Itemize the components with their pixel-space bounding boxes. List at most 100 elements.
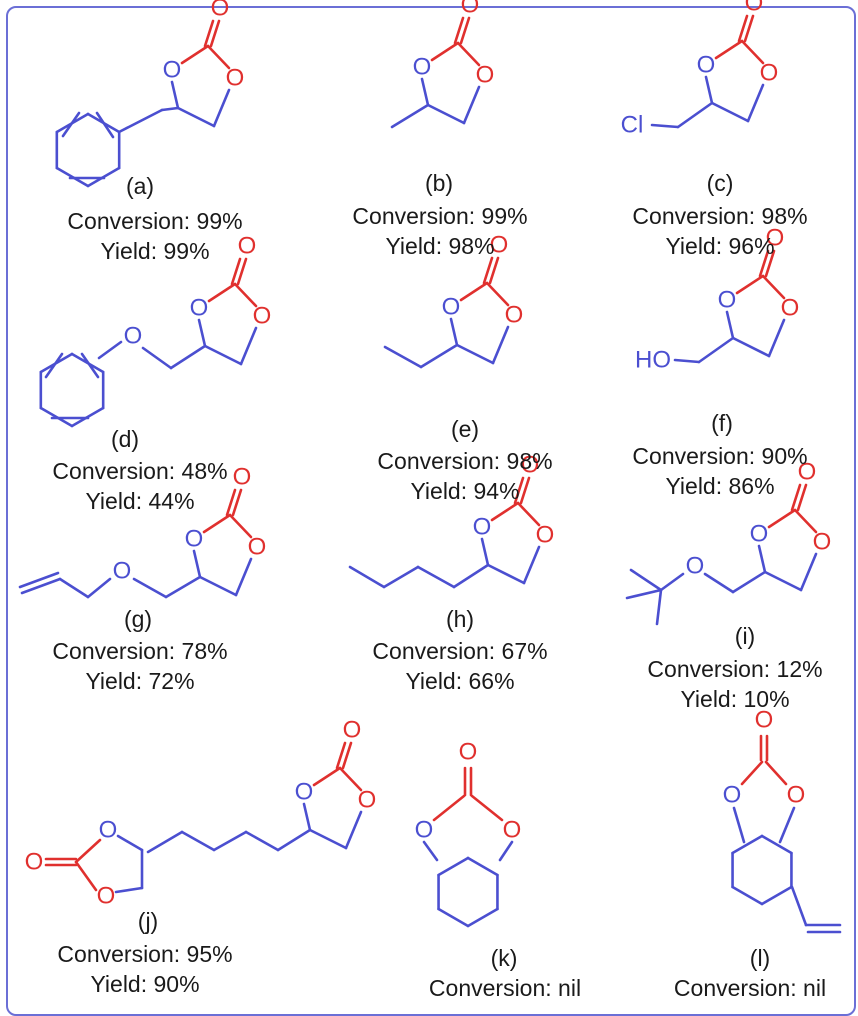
ring-bond bbox=[212, 88, 231, 128]
conversion-e: Conversion: 98% bbox=[377, 448, 553, 474]
ring-oxygen-label: O bbox=[718, 287, 737, 314]
ring-bond bbox=[308, 828, 348, 850]
carbonyl-bond bbox=[796, 483, 808, 512]
carbonyl-oxygen-label: O bbox=[490, 232, 509, 259]
ring-bond bbox=[197, 318, 207, 348]
ring-bond-oxygen bbox=[470, 794, 504, 822]
ring-bond-oxygen bbox=[516, 501, 541, 527]
ring-oxygen-label: O bbox=[358, 787, 377, 814]
cyclohexane-ring bbox=[731, 885, 764, 906]
conversion-k: Conversion: nil bbox=[428, 975, 582, 1001]
substituent-bond bbox=[659, 572, 685, 592]
conversion-l: Conversion: nil bbox=[673, 975, 827, 1001]
substituent-bond bbox=[117, 108, 164, 134]
yield-d: Yield: 44% bbox=[85, 488, 195, 514]
aromatic-bond bbox=[95, 111, 115, 139]
carbonyl-oxygen-label: O bbox=[766, 225, 785, 252]
ring-bond bbox=[704, 75, 714, 105]
ring-oxygen-label: O bbox=[536, 522, 555, 549]
ring-oxygen-label: O bbox=[295, 779, 314, 806]
ring-bond bbox=[799, 552, 818, 592]
carbonyl-bond bbox=[482, 256, 494, 285]
chain-bond bbox=[146, 830, 184, 854]
conversion-h: Conversion: 67% bbox=[372, 638, 548, 664]
ring-bond bbox=[426, 103, 466, 125]
substituent-bond bbox=[164, 575, 202, 599]
ring-bond-oxygen bbox=[459, 281, 489, 302]
substituent-bond bbox=[676, 101, 714, 129]
substituent-bond bbox=[731, 570, 767, 594]
substituent-bond bbox=[673, 358, 701, 364]
ring-oxygen-label: O bbox=[503, 817, 522, 844]
ring-bond bbox=[710, 101, 750, 123]
cyclohexane-ring bbox=[437, 856, 470, 877]
ring-bond bbox=[420, 77, 430, 107]
label-g: (g) bbox=[123, 606, 153, 632]
carbonyl-oxygen-label: O bbox=[798, 459, 817, 486]
yield-a: Yield: 99% bbox=[100, 238, 210, 264]
carbonyl-bond bbox=[764, 249, 776, 278]
ring-oxygen-label: O bbox=[226, 65, 245, 92]
substituent-bond bbox=[86, 577, 112, 599]
ring-bond bbox=[498, 840, 514, 862]
ring-oxygen-label: O bbox=[253, 303, 272, 330]
chlorine-label: Cl bbox=[621, 112, 644, 139]
carbonyl-oxygen-label: O bbox=[521, 452, 540, 479]
substituent-bond bbox=[132, 577, 168, 599]
yield-i: Yield: 10% bbox=[680, 686, 790, 712]
carbonyl-bond bbox=[790, 483, 802, 512]
methyl-bond bbox=[390, 103, 430, 129]
ring-bond-oxygen bbox=[180, 44, 210, 65]
ring-bond-oxygen bbox=[430, 41, 460, 62]
carbonyl-oxygen-label: O bbox=[25, 849, 44, 876]
butyl-bond bbox=[416, 565, 456, 589]
ring-bond-oxygen bbox=[767, 508, 797, 529]
label-a: (a) bbox=[125, 173, 155, 199]
ring-oxygen-label: O bbox=[190, 295, 209, 322]
ring-bond-oxygen bbox=[740, 39, 765, 65]
ring-bond-oxygen bbox=[490, 501, 520, 522]
ring-oxygen-label: O bbox=[723, 782, 742, 809]
ring-bond bbox=[480, 537, 490, 567]
butyl-bond bbox=[382, 565, 420, 589]
substituent-bond bbox=[58, 577, 90, 599]
ring-bond-oxygen bbox=[206, 44, 231, 70]
substituent-bond bbox=[160, 106, 180, 112]
carbonyl-bond bbox=[758, 249, 770, 278]
ring-bond-oxygen bbox=[74, 860, 98, 892]
ring-bond bbox=[757, 544, 767, 574]
cyclohexane-ring bbox=[760, 834, 793, 855]
ring-oxygen-label: O bbox=[476, 62, 495, 89]
carbonyl-bond bbox=[203, 19, 215, 48]
ring-bond-oxygen bbox=[233, 282, 258, 308]
ring-bond bbox=[198, 575, 238, 597]
ring-bond-oxygen bbox=[228, 513, 253, 539]
conversion-a: Conversion: 99% bbox=[67, 208, 243, 234]
carbonyl-bond bbox=[236, 257, 248, 286]
ring-bond-oxygen bbox=[735, 274, 765, 295]
carbonyl-oxygen-label: O bbox=[461, 0, 480, 19]
ring-oxygen-label: O bbox=[473, 514, 492, 541]
ring-bond bbox=[731, 336, 771, 358]
label-i: (i) bbox=[734, 623, 756, 649]
ring-oxygen-label: O bbox=[781, 295, 800, 322]
conversion-g: Conversion: 78% bbox=[52, 638, 228, 664]
carbonyl-oxygen-label: O bbox=[233, 464, 252, 491]
ring-bond-oxygen bbox=[714, 39, 744, 60]
ring-oxygen-label: O bbox=[413, 54, 432, 81]
ring-bond-oxygen bbox=[485, 281, 510, 307]
ring-bond bbox=[234, 557, 253, 597]
carbonyl-bond bbox=[737, 14, 749, 43]
substituent-bond bbox=[703, 572, 735, 594]
label-k: (k) bbox=[490, 945, 518, 971]
ring-oxygen-label: O bbox=[787, 782, 806, 809]
ethyl-bond bbox=[383, 345, 423, 369]
hydroxyl-label: HO bbox=[635, 347, 671, 374]
ring-bond bbox=[455, 343, 495, 365]
label-h: (h) bbox=[445, 606, 475, 632]
ring-bond-oxygen bbox=[202, 513, 232, 534]
ring-bond bbox=[732, 806, 746, 844]
chain-bond bbox=[244, 830, 280, 852]
carbonyl-oxygen-label: O bbox=[459, 739, 478, 766]
ring-oxygen-label: O bbox=[248, 534, 267, 561]
